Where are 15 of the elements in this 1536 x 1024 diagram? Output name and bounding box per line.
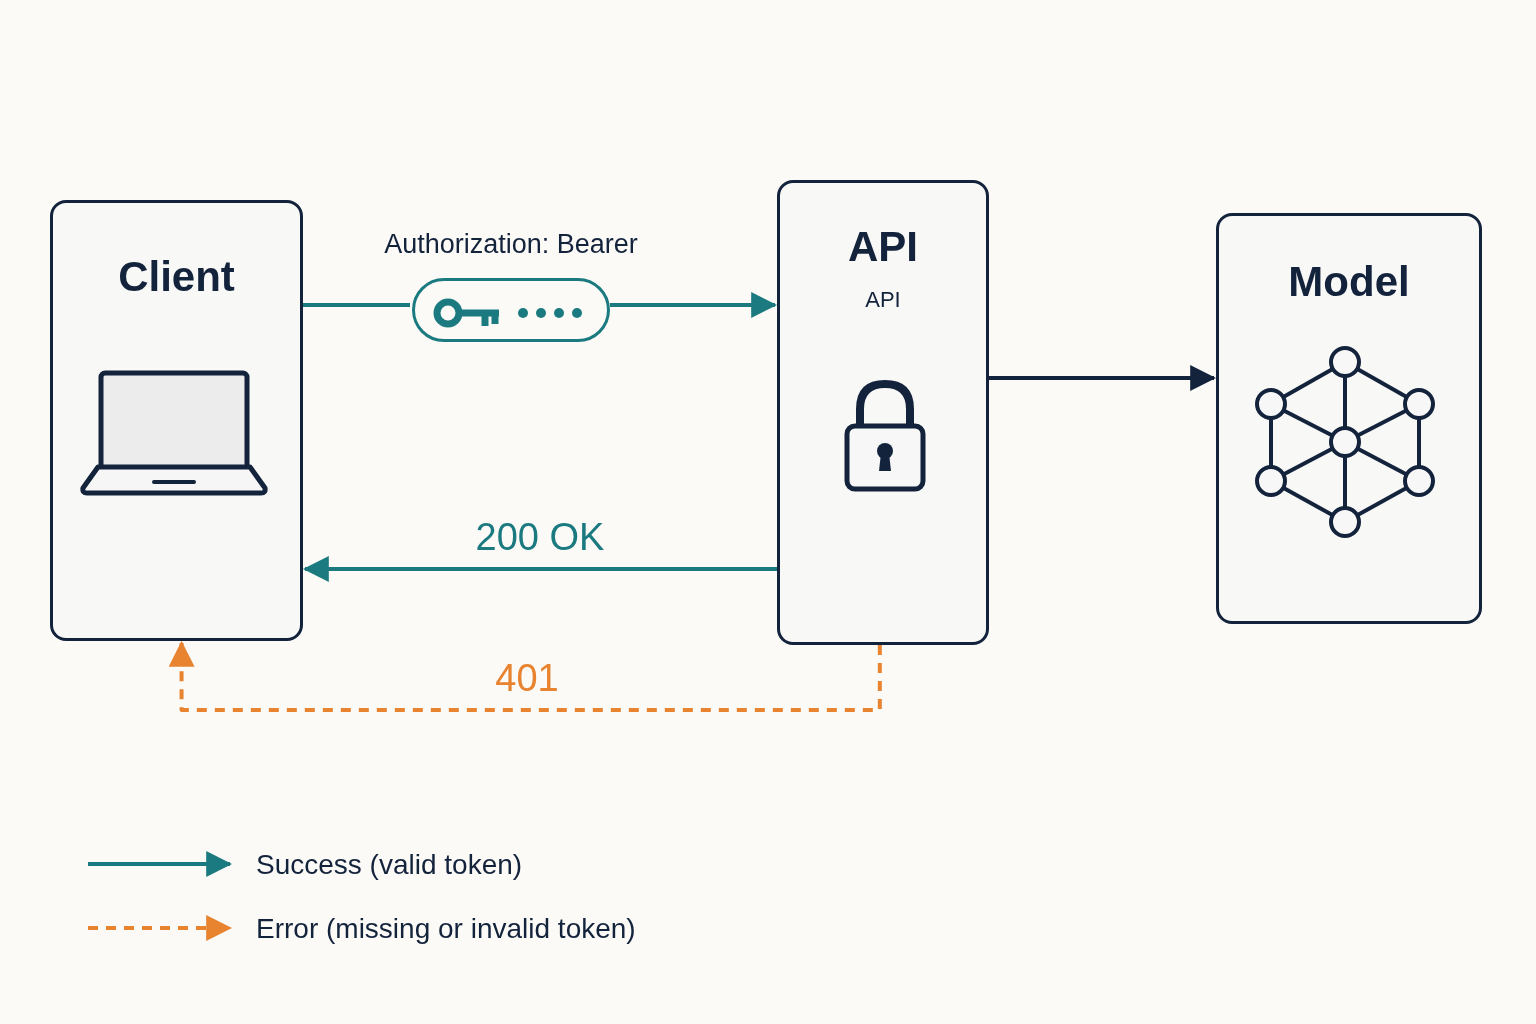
header-label: Authorization: Bearer	[383, 228, 639, 260]
box-title: API	[847, 223, 919, 271]
component-box	[777, 180, 989, 645]
box-title: Client	[117, 253, 236, 301]
arrow	[302, 556, 777, 582]
legend-text: Error (missing or invalid token)	[256, 912, 636, 946]
box-title: Model	[1287, 258, 1411, 306]
box-subtitle: API	[864, 286, 902, 314]
arrow	[168, 640, 882, 712]
arrow	[610, 292, 778, 318]
arrow	[989, 365, 1217, 391]
component-box	[50, 200, 303, 641]
token-pill	[412, 278, 610, 342]
component-box	[1216, 213, 1482, 624]
legend-text: Success (valid token)	[256, 848, 523, 882]
